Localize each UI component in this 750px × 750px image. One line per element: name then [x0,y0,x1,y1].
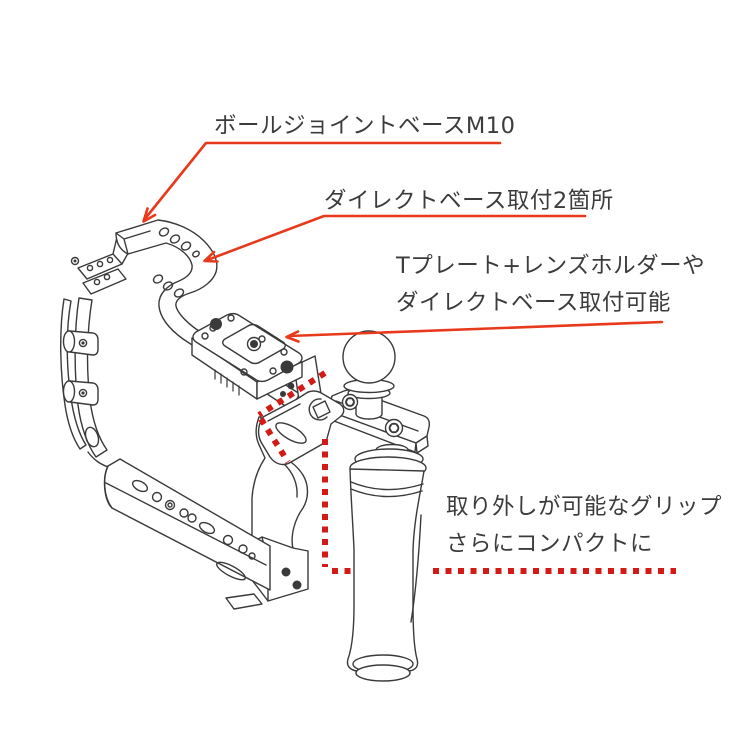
callout-t-plate-line2: ダイレクトベース取付可能 [396,290,671,316]
callout-t-plate-line1: Tプレート+レンズホルダーや [396,253,706,279]
leader-t-plate [285,320,664,343]
nato-rail-ribs [214,369,240,396]
leader-ball-joint [142,141,502,223]
callout-grip-line1: 取り外しが可能なグリップ [446,494,723,520]
detachable-grip [346,443,427,682]
side-knob-screw [62,330,99,356]
arrowhead [203,250,219,263]
arrowhead [285,330,300,343]
callout-direct-base-mount: ダイレクトベース取付2箇所 [324,188,614,214]
direct-base-mount-holes [152,227,200,298]
callout-ball-joint-base: ボールジョイントベースM10 [214,113,516,139]
grip-bracket [257,390,345,466]
side-knob-screw [62,380,99,406]
arrowhead [142,207,157,223]
removable-grip-outline [257,370,676,574]
ball-joint-base-m10 [342,330,396,420]
cage-bottom-rail [103,458,271,610]
leader-direct-base [203,214,587,263]
direct-base-mount-plate [191,312,323,417]
callout-t-plate: Tプレート+レンズホルダーや ダイレクトベース取付可能 [396,248,705,322]
callout-leader-lines [142,141,664,343]
callout-grip-line2: さらにコンパクトに [446,531,654,557]
cage-left-rail [60,236,132,468]
arm-screws [341,393,404,438]
callout-detachable-grip: 取り外しが可能なグリップ さらにコンパクトに [446,489,722,563]
